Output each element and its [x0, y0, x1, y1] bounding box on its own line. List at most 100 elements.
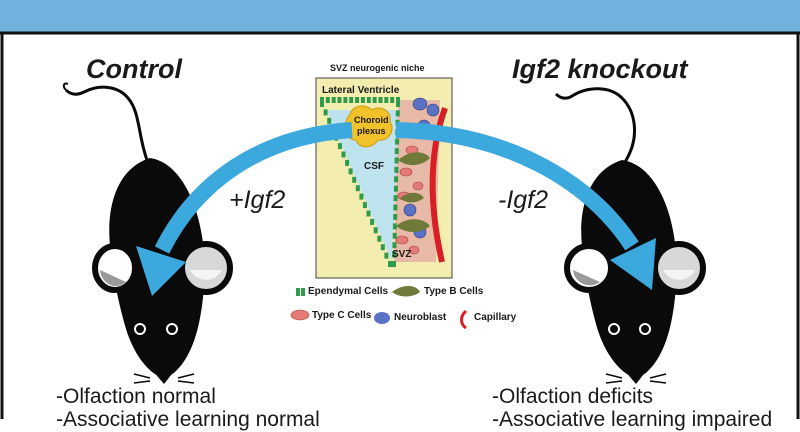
ependymal-cell — [348, 168, 353, 175]
right-mouse-eye-right — [639, 323, 651, 335]
ependymal-cell — [352, 176, 357, 183]
control-title: Control — [86, 54, 182, 84]
ependymal-cell — [396, 101, 400, 107]
left-mouse-tail-tip — [62, 82, 69, 91]
niche-capillary — [429, 106, 448, 263]
left-mouse-whiskers — [133, 373, 195, 384]
legend-type-c-label: Type C Cells — [312, 310, 372, 321]
knockout-arrow-label: -Igf2 — [498, 186, 549, 214]
ependymal-cell — [392, 223, 397, 230]
niche-title: SVZ neurogenic niche — [330, 63, 425, 73]
ependymal-cell — [377, 235, 382, 242]
ependymal-cell — [394, 157, 399, 164]
ependymal-cell — [360, 97, 365, 103]
left-mouse-ear-right-shade — [190, 270, 222, 280]
ependymal-cell — [341, 151, 346, 158]
right-mouse-tail — [554, 87, 637, 163]
ependymal-cell — [392, 261, 396, 267]
ependymal-cell — [343, 97, 348, 103]
niche-type-b-cells — [396, 152, 430, 232]
ependymal-cell — [362, 202, 367, 209]
ependymal-cell — [394, 166, 399, 173]
right-mouse-ear-right-shade — [663, 270, 695, 280]
right-mouse-eye-left — [608, 323, 620, 335]
left-mouse-tail — [64, 85, 149, 161]
legend-type-b-swatch — [392, 286, 420, 297]
niche-choroid-label-2: plexus — [357, 126, 386, 136]
ependymal-cell — [355, 97, 360, 103]
ependymal-cell — [388, 261, 392, 267]
ependymal-cell — [366, 210, 371, 217]
ependymal-cell — [384, 97, 389, 103]
ependymal-cell — [378, 97, 383, 103]
arrow-to-knockout-head — [610, 238, 656, 290]
ependymal-cell — [349, 97, 354, 103]
diagram-graphics — [0, 0, 800, 419]
ependymal-cell — [327, 117, 332, 124]
niche-svz-label: SVZ — [392, 249, 412, 260]
right-mouse-nose — [624, 370, 647, 384]
ependymal-cell — [323, 109, 328, 116]
knockout-outcome-1: -Olfaction deficits — [492, 385, 654, 408]
niche-lateral-ventricle-label: Lateral Ventricle — [322, 85, 400, 96]
legend-capillary-label: Capillary — [474, 312, 517, 323]
ependymal-cell — [395, 110, 400, 117]
ependymal-cell — [390, 97, 395, 103]
arrow-to-knockout — [395, 122, 639, 251]
left-mouse-eye-right — [166, 323, 178, 335]
ependymal-cell — [384, 252, 389, 259]
ependymal-cell — [394, 148, 399, 155]
ependymal-cell — [331, 97, 336, 103]
left-mouse-ear-left-shade — [100, 270, 126, 287]
ependymal-cell — [320, 97, 324, 103]
ependymal-cell — [393, 213, 398, 220]
ependymal-cell — [320, 101, 324, 107]
ependymal-cell — [337, 143, 342, 150]
arrow-to-control-head — [136, 246, 186, 296]
mouse-icon — [62, 82, 233, 384]
left-mouse-nose — [152, 370, 175, 384]
legend-type-b-label: Type B Cells — [424, 286, 484, 297]
ependymal-cell — [392, 242, 397, 249]
right-mouse-ear-right — [652, 241, 706, 295]
arrow-to-control — [154, 122, 353, 254]
ependymal-cell — [345, 159, 350, 166]
knockout-title: Igf2 knockout — [512, 54, 688, 84]
control-arrow-label: +Igf2 — [229, 186, 286, 214]
ependymal-cell — [373, 227, 378, 234]
niche-csf — [326, 110, 400, 262]
legend-neuroblast-label: Neuroblast — [394, 312, 447, 323]
ependymal-cell — [395, 138, 400, 145]
ependymal-cell — [396, 97, 400, 103]
legend-ependymal-label: Ependymal Cells — [308, 286, 389, 297]
right-mouse-whiskers — [605, 373, 667, 384]
legend-ependymal-swatch-2 — [301, 288, 305, 296]
ependymal-cell — [355, 185, 360, 192]
control-outcome-2: -Associative learning normal — [56, 408, 320, 431]
ependymal-cell — [380, 244, 385, 251]
curved-arrow-icon — [395, 122, 656, 290]
ependymal-cell — [393, 204, 398, 211]
legend-ependymal-swatch — [296, 288, 300, 296]
left-mouse-eye-left — [134, 323, 146, 335]
ependymal-cell — [359, 193, 364, 200]
ependymal-cell — [370, 218, 375, 225]
left-mouse-ear-right — [179, 241, 233, 295]
ependymal-cell — [394, 176, 399, 183]
right-mouse-ear-left-shade — [573, 270, 600, 286]
control-outcome-1: -Olfaction normal — [56, 385, 216, 408]
ependymal-cell — [325, 97, 330, 103]
legend-capillary-swatch — [460, 309, 468, 330]
niche-choroid-plexus — [344, 105, 393, 148]
niche-ependymal-left — [320, 97, 400, 267]
niche-choroid-label-1: Choroid — [354, 115, 389, 125]
legend-neuroblast-swatch — [374, 312, 390, 324]
ependymal-cell — [392, 251, 397, 258]
legend-type-c-swatch — [290, 309, 310, 321]
ependymal-cell — [393, 185, 398, 192]
legend-symbols — [290, 286, 468, 330]
ependymal-cell — [393, 195, 398, 202]
top-banner — [0, 0, 800, 33]
ependymal-cell — [392, 232, 397, 239]
niche-csf-label: CSF — [364, 161, 384, 172]
